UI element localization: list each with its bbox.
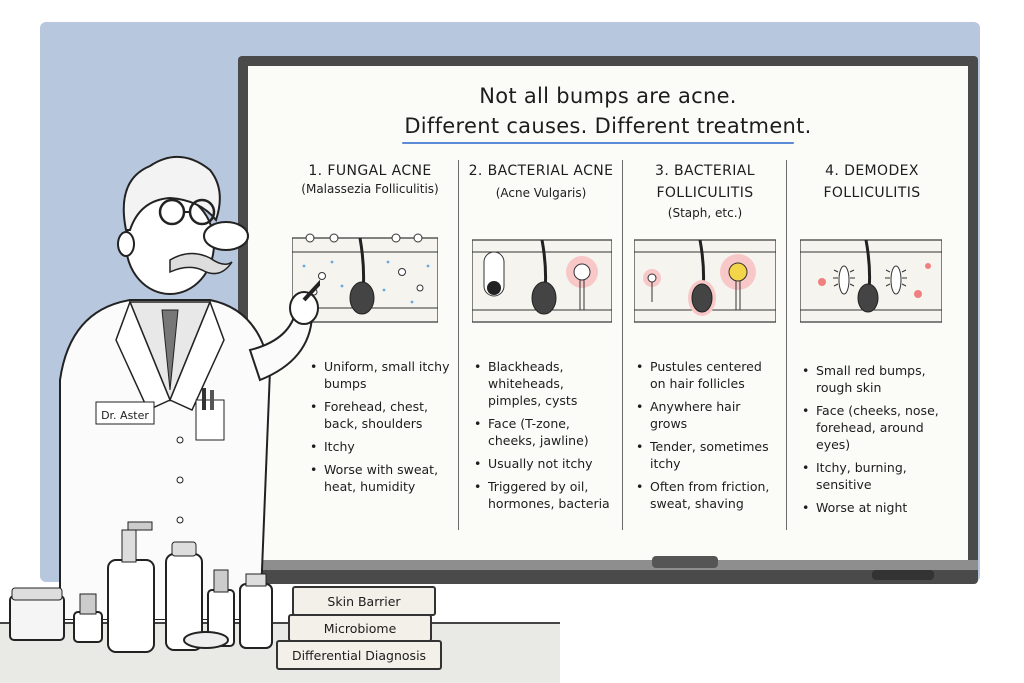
column-4-bullet-2: Face (cheeks, nose, forehead, around eye… [802,402,952,453]
column-1-title: 1. FUNGAL ACNE [290,160,450,182]
column-2-title: 2. BACTERIAL ACNE [466,160,616,182]
column-4-title-line-2: FOLLICULITIS [823,185,921,201]
column-1-bullet-1: Uniform, small itchy bumps [310,358,450,392]
column-2-bullet-2: Face (T-zone, cheeks, jawline) [474,415,616,449]
column-1-bullet-4: Worse with sweat, heat, humidity [310,461,450,495]
book-skin-barrier-label: Skin Barrier [327,593,401,609]
column-3-bullet-3: Tender, sometimes itchy [636,438,780,472]
column-1-title-line-1: 1. FUNGAL ACNE [308,163,432,179]
column-3-title: 3. BACTERIAL FOLLICULITIS [628,160,782,204]
column-divider-2 [622,160,623,530]
whiteboard-tray [238,560,978,570]
column-4-bullet-1: Small red bumps, rough skin [802,362,952,396]
column-1-bullet-3: Itchy [310,438,450,455]
bacterial-folliculitis-skin-diagram [634,239,776,323]
column-4-bullets: Small red bumps, rough skin Face (cheeks… [802,362,952,522]
column-4-title: 4. DEMODEX FOLLICULITIS [792,160,952,204]
column-3-bullet-2: Anywhere hair grows [636,398,780,432]
column-2-bullets: Blackheads, whiteheads, pimples, cysts F… [474,358,616,518]
column-3-title-line-2: FOLLICULITIS [656,185,754,201]
book-microbiome: Microbiome [288,614,432,642]
column-3-bullet-4: Often from friction, sweat, shaving [636,478,780,512]
column-2-bullet-3: Usually not itchy [474,455,616,472]
marker-right [872,570,934,580]
column-4-title-line-1: 4. DEMODEX [825,163,919,179]
book-differential-diagnosis: Differential Diagnosis [276,640,442,670]
book-differential-diagnosis-label: Differential Diagnosis [291,647,427,663]
column-1-bullet-2: Forehead, chest, back, shoulders [310,398,450,432]
column-4-bullet-4: Worse at night [802,499,952,516]
marker-left [652,556,718,568]
column-3-bullets: Pustules centered on hair follicles Anyw… [636,358,780,518]
column-1-subtitle: (Malassezia Folliculitis) [301,182,439,196]
column-divider-1 [458,160,459,530]
column-3-title-line-1: 3. BACTERIAL [655,163,755,179]
board-title-line-1: Not all bumps are acne. [479,84,737,108]
doctor-illustration [59,155,320,620]
column-4-bullet-3: Itchy, burning, sensitive [802,459,952,493]
column-divider-3 [786,160,787,530]
book-microbiome-label: Microbiome [323,620,397,636]
title-underline [402,142,794,144]
column-2-title-line-1: 2. BACTERIAL ACNE [468,163,614,179]
bacterial-acne-skin-diagram [472,239,612,323]
column-1-bullets: Uniform, small itchy bumps Forehead, che… [310,358,450,501]
column-2-bullet-4: Triggered by oil, hormones, bacteria [474,478,616,512]
column-2-bullet-1: Blackheads, whiteheads, pimples, cysts [474,358,616,409]
skincare-bottles [9,521,273,653]
column-3-bullet-1: Pustules centered on hair follicles [636,358,780,392]
doctor-name-badge: Dr. Aster [101,409,149,422]
column-3-subtitle: (Staph, etc.) [667,206,743,220]
book-skin-barrier: Skin Barrier [292,586,436,616]
board-title-line-2: Different causes. Different treatment. [404,114,812,138]
column-2-subtitle: (Acne Vulgaris) [495,186,587,200]
demodex-folliculitis-skin-diagram [800,239,942,323]
